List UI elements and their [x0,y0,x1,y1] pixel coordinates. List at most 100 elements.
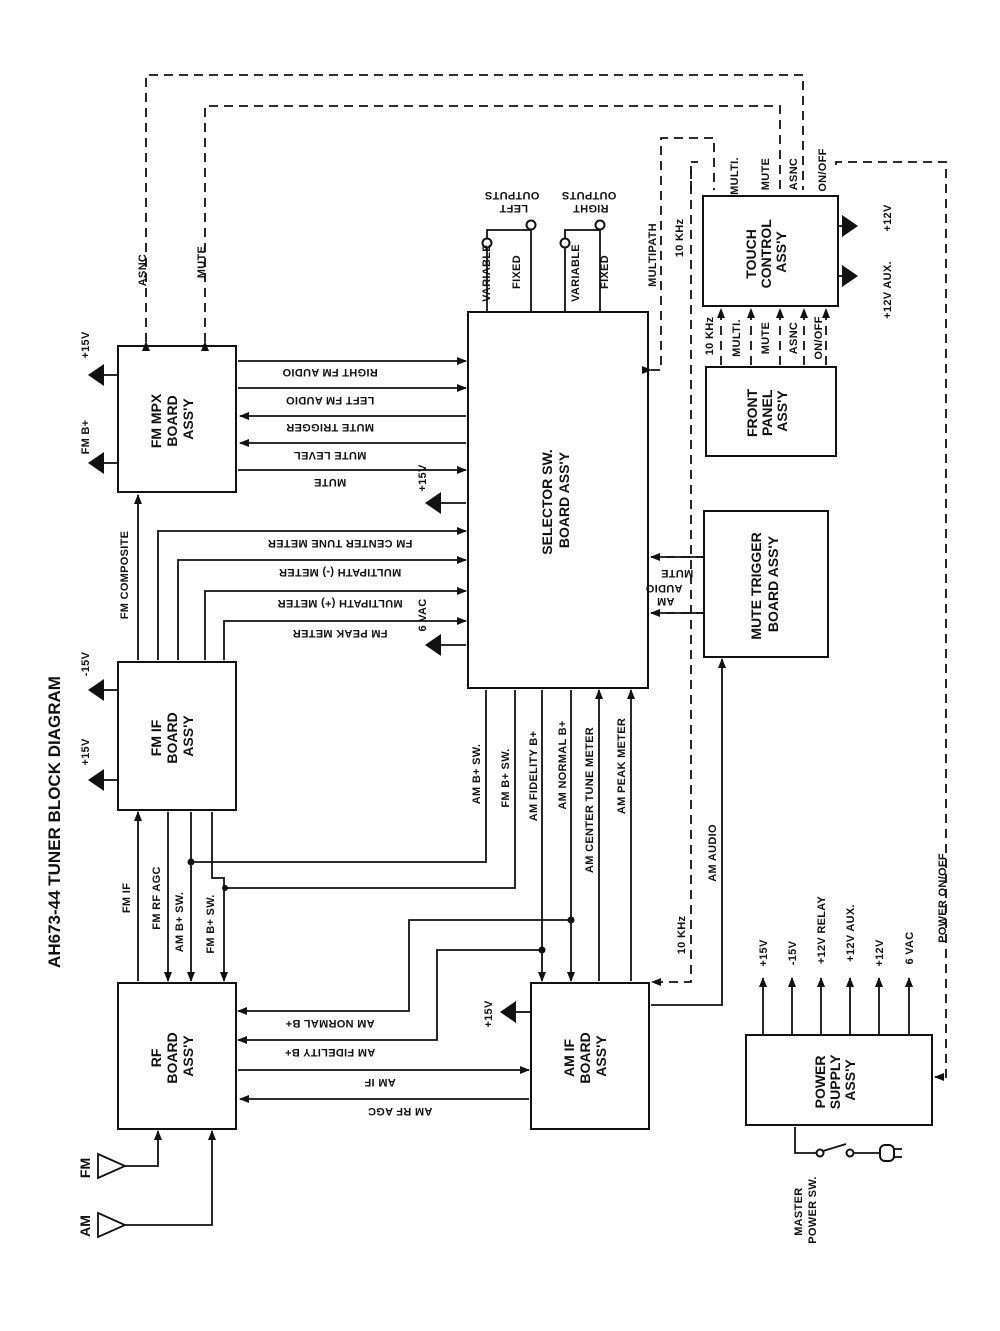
fm-if-board: FM IF BOARD ASS'Y [117,661,237,811]
label-left-outputs-1: LEFT [499,202,528,214]
master-power-label-1: MASTER [793,1188,805,1236]
label-am-b-sw-sel: AM B+ SW. [471,744,483,804]
power-supply-label-2: SUPPLY [827,1054,843,1109]
ps-out-m15v: -15V [787,940,799,965]
label-fm-rf-agc: FM RF AGC [151,866,163,929]
label-am-peak-meter: AM PEAK METER [616,718,628,814]
label-fm-peak-meter: FM PEAK METER [293,627,388,639]
svg-text:MUTE TRIGGER BOARD ASS'Y: MUTE TRIGGER BOARD ASS'Y [748,528,781,639]
fm-if-label-3: ASS'Y [180,715,196,757]
rf-label-3: ASS'Y [180,1035,196,1077]
label-am-if: AM IF [364,1076,395,1088]
label-right-outputs-2: OUTPUTS [562,189,617,201]
label-am-rf-agc: AM RF AGC [368,1105,433,1117]
rf-label-1: RF [148,1048,164,1067]
ps-out-12v: +12V [874,939,886,967]
ps-out-p15v: +15V [758,939,770,967]
label-10khz-fp: 10 KHz [704,317,716,356]
power-supply-label-1: POWER [812,1056,828,1109]
label-10khz-top: 10 KHz [674,219,686,258]
svg-text:LEFT OUTPUTS: LEFT OUTPUTS [485,189,540,214]
power-supply-board: POWER SUPPLY ASS'Y [745,1034,933,1126]
label-multi-top: MULTI. [729,157,741,195]
fm-mpx-board: FM MPX BOARD ASS'Y [117,345,237,493]
label-multi-fp: MULTI. [731,319,743,357]
fm-mpx-label-2: BOARD [164,395,180,446]
supply-touch-12v: +12V [882,204,894,232]
supply-fm-if-m15v: -15V [80,651,92,676]
label-am-center-tune-meter: AM CENTER TUNE METER [584,727,596,873]
label-fm-b-sw-sel: FM B+ SW. [500,748,512,807]
label-multipath-minus: MULTIPATH (-) METER [279,566,401,578]
svg-text:AM AUDIO: AM AUDIO [645,582,682,607]
label-on-off-top: ON/OFF [817,148,829,191]
label-right-outputs-1: RIGHT [573,202,609,214]
svg-text:FRONT PANEL ASS'Y: FRONT PANEL ASS'Y [744,385,790,437]
label-fm-if: FM IF [121,883,133,913]
selector-label-2: BOARD ASS'Y [556,451,572,548]
am-if-label-3: ASS'Y [593,1035,609,1077]
svg-text:AM IF BOARD ASS'Y: AM IF BOARD ASS'Y [561,1028,609,1083]
fm-mpx-label-1: FM MPX [148,393,164,448]
label-am-fidelity-b: AM FIDELITY B+ [528,731,540,821]
label-10khz-am-if: 10 KHz [676,916,688,955]
label-am-audio: AM AUDIO [707,824,719,882]
label-fixed-left: FIXED [511,255,523,289]
label-asnc-fp: ASNC [788,322,800,354]
supply-marker-touch-12v [842,215,858,237]
antenna-fm-label: FM [77,1158,93,1178]
label-mute-left: MUTE [196,246,208,278]
label-variable-right: VARIABLE [570,244,582,302]
label-asnc-left: ASNC [137,254,149,286]
label-am-normal-b: AM NORMAL B+ [557,720,569,809]
mute-trigger-board: MUTE TRIGGER BOARD ASS'Y [703,510,829,658]
ps-out-12v-relay: +12V RELAY [816,895,828,964]
supply-triangles [88,215,858,1023]
master-power-label-2: POWER SW. [807,1176,819,1243]
ps-out-12v-aux: +12V AUX. [845,904,857,962]
label-fixed-right: FIXED [599,255,611,289]
fm-mpx-label-3: ASS'Y [180,398,196,440]
label-mute-mt: MUTE [661,567,693,579]
front-panel-label-1: FRONT [744,388,760,437]
label-asnc-top: ASNC [788,158,800,190]
svg-text:FM MPX BOARD ASS'Y: FM MPX BOARD ASS'Y [148,390,196,448]
rf-label-2: BOARD [164,1032,180,1083]
signal-labels: ASNC MUTE RIGHT FM AUDIO LEFT FM AUDIO M… [119,148,949,1117]
supply-marker-am-if-15v [500,1001,516,1023]
supply-marker-touch-12v-aux [842,265,858,287]
supply-selector-15v: +15V [417,464,429,492]
front-panel-board: FRONT PANEL ASS'Y [705,366,837,457]
rf-board: RF BOARD ASS'Y [117,982,237,1130]
label-fm-b-sw-rf: FM B+ SW. [205,894,217,953]
supply-marker-selector-6vac [425,634,441,656]
ps-out-6vac: 6 VAC [904,931,916,964]
label-fm-composite: FM COMPOSITE [119,531,131,620]
label-am-b-sw-rf: AM B+ SW. [174,892,186,952]
label-am-audio-mt-2: AUDIO [645,582,682,594]
label-right-fm-audio: RIGHT FM AUDIO [282,366,378,378]
label-am-fidelity-b-rf: AM FIDELITY B+ [285,1046,375,1058]
label-mute-top: MUTE [760,158,772,190]
svg-text:MASTER POWER SW.: MASTER POWER SW. [793,1176,819,1243]
svg-text:RIGHT OUTPUTS: RIGHT OUTPUTS [562,189,617,214]
label-left-fm-audio: LEFT FM AUDIO [286,394,375,406]
am-if-label-2: BOARD [577,1032,593,1083]
label-am-normal-b-rf: AM NORMAL B+ [285,1017,374,1029]
mute-trigger-label-1: MUTE TRIGGER [748,532,764,639]
antenna-am-label: AM [77,1215,93,1237]
supply-labels: +15V FM B+ -15V +15V +15V 6 VAC +15V +12… [80,204,916,1028]
label-power-on-off: POWER ON/OFF [937,853,949,943]
fm-if-label-1: FM IF [148,719,164,756]
dashed-control-lines [142,74,947,1081]
diagram-title: AH673-44 TUNER BLOCK DIAGRAM [45,676,64,968]
svg-text:POWER SUPPLY ASS'Y: POWER SUPPLY ASS'Y [812,1051,858,1109]
selector-sw-board: SELECTOR SW. BOARD ASS'Y [467,311,649,689]
svg-text:TOUCH CONTROL ASS': TOUCH CONTROL ASS'Y [743,216,789,289]
label-mute-level: MUTE LEVEL [294,449,367,461]
touch-control-label-3: ASS'Y [773,231,789,273]
supply-marker-fm-if-15v [88,769,104,791]
fm-if-label-2: BOARD [164,712,180,763]
